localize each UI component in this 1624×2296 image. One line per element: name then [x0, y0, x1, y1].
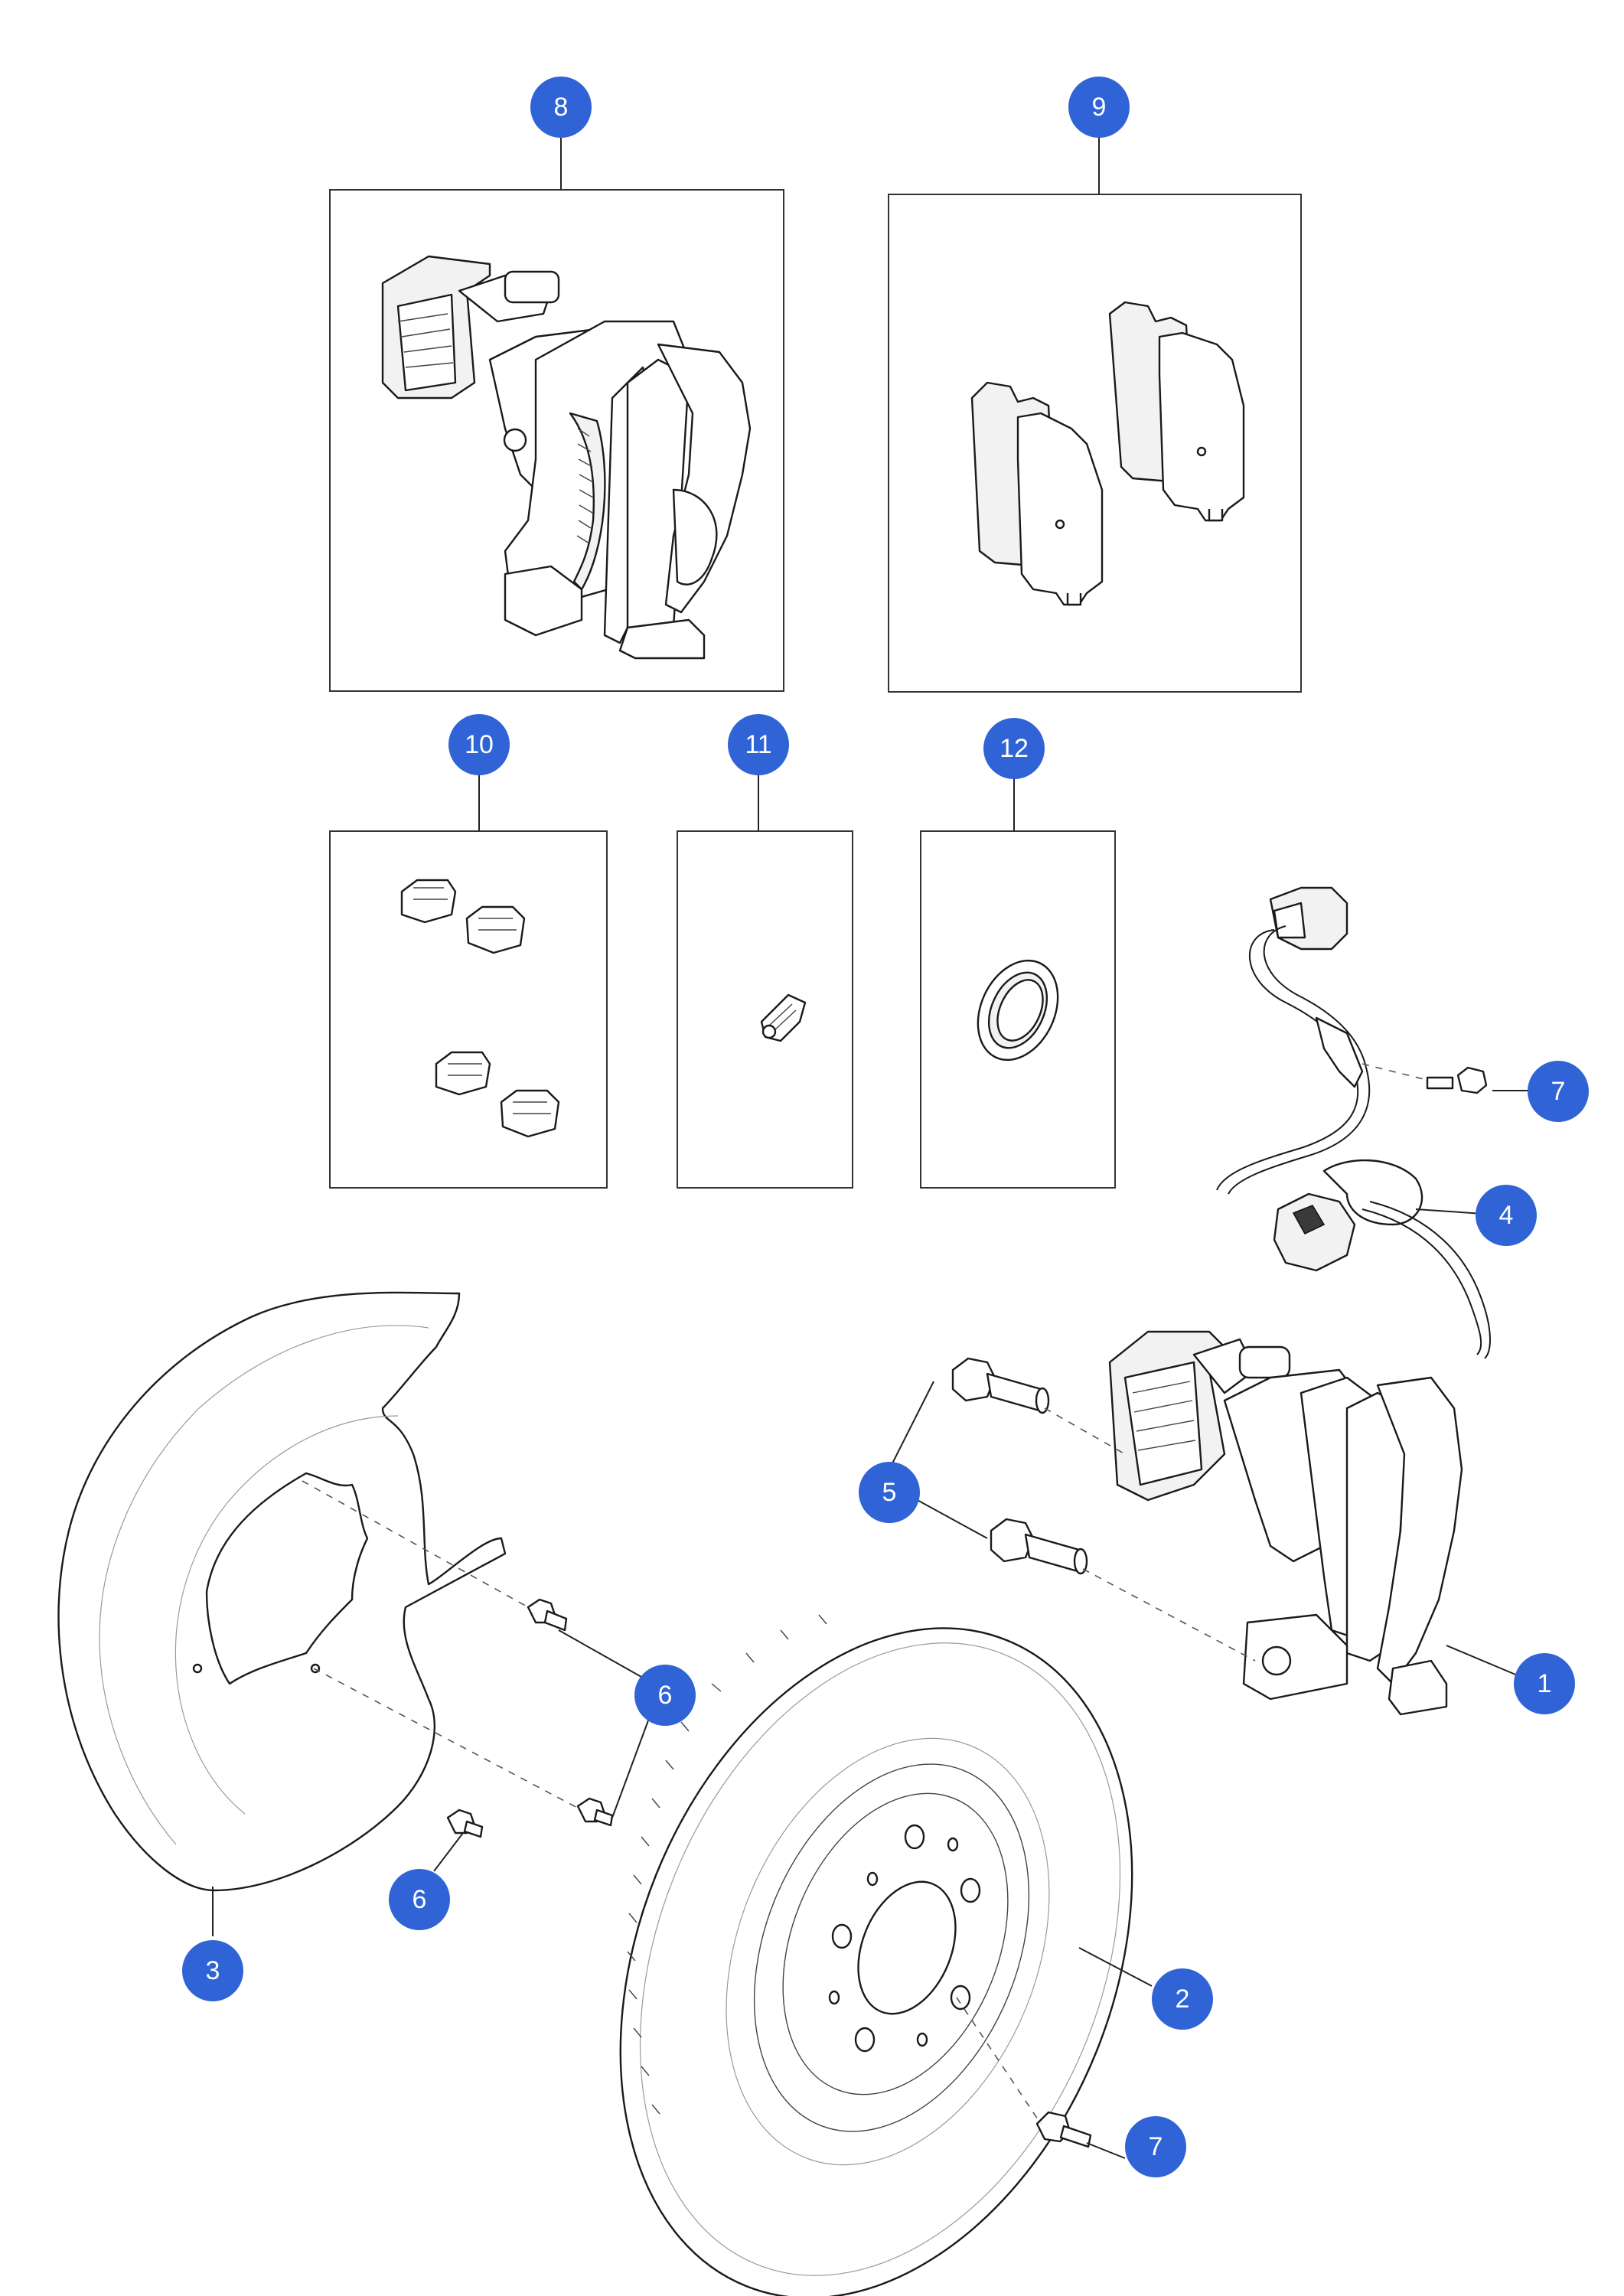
callout-8-circle	[530, 77, 592, 138]
callout-4-label: 4	[1499, 1201, 1514, 1230]
main-caliper-drawing	[1108, 1330, 1463, 1716]
callout-3: 3	[182, 1940, 243, 2001]
callout-6b-circle	[389, 1869, 450, 1930]
leader-lines	[212, 1090, 1533, 2159]
backing-plate-screws-drawing	[446, 1598, 614, 1838]
caliper-bolt-lower	[990, 1518, 1088, 1575]
caliper-bolt-upper	[951, 1357, 1050, 1414]
brake-pads-kit-drawing	[970, 301, 1245, 606]
callout-1-circle	[1514, 1653, 1575, 1714]
callout-5: 5	[859, 1462, 920, 1523]
wear-sensor-cable-drawing	[1216, 886, 1491, 1359]
callout-11-circle	[728, 714, 789, 775]
callout-4-circle	[1476, 1185, 1537, 1246]
callout-1: 1	[1514, 1653, 1575, 1714]
callout-6a-label: 6	[658, 1681, 673, 1710]
callout-10-label: 10	[465, 730, 494, 759]
callout-2-circle	[1152, 1968, 1213, 2030]
callout-1-label: 1	[1538, 1669, 1552, 1698]
assembly-lines	[302, 1063, 1424, 2125]
callout-7-disc-screw: 7	[1125, 2116, 1186, 2177]
kit-frame-caliper	[329, 132, 784, 692]
callout-12-label: 12	[1000, 734, 1029, 763]
callout-5-label: 5	[882, 1478, 897, 1507]
sensor-bolt-drawing	[1426, 1066, 1488, 1094]
brake-disc-drawing	[619, 1614, 1133, 2296]
callout-7b-label: 7	[1149, 2132, 1163, 2161]
callout-5-circle	[859, 1462, 920, 1523]
callout-7a-label: 7	[1551, 1077, 1566, 1106]
caliper-kit-drawing	[381, 255, 752, 660]
callout-12-circle	[983, 718, 1045, 779]
bleed-screw-kit-drawing	[760, 993, 807, 1042]
callout-8: 8	[530, 77, 592, 138]
callout-10-circle	[448, 714, 510, 775]
callout-9-label: 9	[1092, 93, 1107, 122]
callout-6-lower: 6	[389, 1869, 450, 1930]
callout-6b-label: 6	[413, 1885, 427, 1914]
callout-10: 10	[448, 714, 510, 775]
caliper-bolts-drawing	[951, 1357, 1088, 1575]
callout-8-label: 8	[554, 93, 569, 122]
callout-4: 4	[1476, 1185, 1537, 1246]
callout-9-circle	[1068, 77, 1130, 138]
backing-plate-screw-c	[446, 1808, 484, 1838]
callout-9: 9	[1068, 77, 1130, 138]
callout-11-label: 11	[745, 730, 771, 759]
piston-seal-kit-drawing	[977, 959, 1059, 1062]
kit-frame-piston-seal	[920, 775, 1116, 1189]
callout-3-label: 3	[206, 1956, 220, 1985]
callout-6a-circle	[634, 1665, 696, 1726]
callout-7a-circle	[1528, 1061, 1589, 1122]
callout-2: 2	[1152, 1968, 1213, 2030]
kit-frame-brake-pads	[888, 132, 1302, 693]
kit-frame-pad-clips	[329, 770, 608, 1189]
callout-7-sensor-bolt: 7	[1528, 1061, 1589, 1122]
pad-clips-kit-drawing	[400, 879, 560, 1138]
backing-plate-screw-b	[576, 1797, 614, 1827]
callout-7b-circle	[1125, 2116, 1186, 2177]
callout-11: 11	[728, 714, 789, 775]
callout-12: 12	[983, 718, 1045, 779]
callout-3-circle	[182, 1940, 243, 2001]
backing-plate-drawing	[57, 1291, 507, 1892]
disc-screw-drawing	[1035, 2111, 1092, 2148]
kit-frame-bleed-screw	[677, 770, 853, 1189]
backing-plate-screw-a	[527, 1598, 568, 1632]
callout-6-upper: 6	[634, 1665, 696, 1726]
callout-2-label: 2	[1176, 1985, 1190, 2014]
callout-badges: 8 9 10 11 12 7 4 5	[182, 77, 1589, 2177]
